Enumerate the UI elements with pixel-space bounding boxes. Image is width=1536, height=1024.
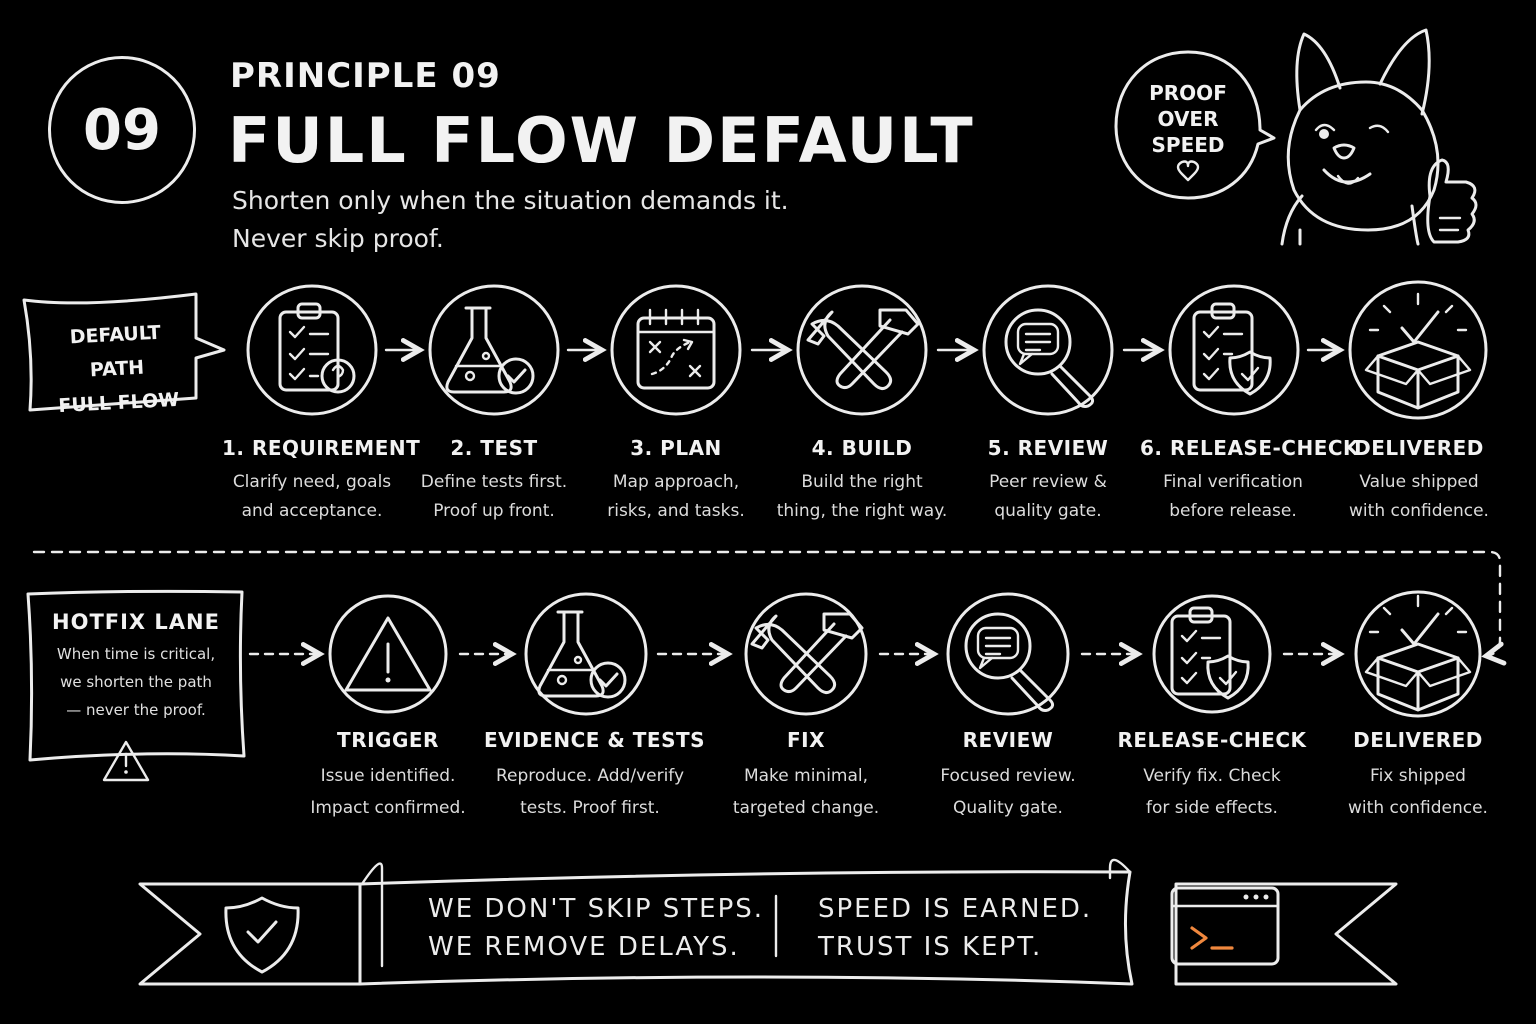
hotfix-step-fix: FIX Make minimal, targeted change. (706, 728, 906, 824)
step-desc: Build the right (801, 472, 923, 492)
step-desc: with confidence. (1348, 798, 1488, 818)
clipboard-shield-icon (1192, 302, 1272, 396)
page-subtitle: Shorten only when the situation demands … (232, 182, 852, 258)
step-desc: Final verification (1163, 472, 1303, 492)
terminal-icon (1170, 886, 1280, 966)
hotfix-lane-title: HOTFIX LANE (52, 610, 220, 634)
banner-line: SPEED IS EARNED. (818, 894, 1093, 924)
step-desc: Value shipped (1359, 472, 1479, 492)
step-title: 3. PLAN (630, 436, 722, 460)
step-desc: Reproduce. Add/verify (495, 766, 685, 786)
box-check-icon (1364, 594, 1472, 712)
shield-check-icon (224, 896, 300, 974)
step-desc: Fix shipped (1370, 766, 1466, 786)
hotfix-lane-line: When time is critical, (56, 645, 216, 663)
step-desc: tests. Proof first. (520, 798, 660, 818)
step-desc: Focused review. (940, 766, 1076, 786)
box-check-icon (1364, 292, 1472, 410)
dog-mascot-icon (1280, 28, 1478, 246)
speech-line: OVER (1157, 107, 1219, 131)
default-path-flag: DEFAULT PATH FULL FLOW (39, 314, 194, 424)
step-title: DELIVERED (1354, 436, 1484, 460)
step-desc: Impact confirmed. (310, 798, 466, 818)
banner-line: TRUST IS KEPT. (818, 932, 1043, 962)
default-step-release-check: 6. RELEASE-CHECK Final verification befo… (1140, 436, 1360, 526)
step-desc: Issue identified. (320, 766, 456, 786)
hotfix-step-review: REVIEW Focused review. Quality gate. (908, 728, 1108, 824)
hotfix-step-release-check: RELEASE-CHECK Verify fix. Check for side… (1110, 728, 1314, 824)
speech-bubble: PROOF OVER SPEED (1138, 80, 1238, 158)
step-desc: thing, the right way. (776, 501, 948, 521)
default-step-build: 4. BUILD Build the right thing, the righ… (768, 436, 956, 526)
hotfix-step-trigger: TRIGGER Issue identified. Impact confirm… (288, 728, 488, 824)
step-desc: for side effects. (1146, 798, 1278, 818)
plan-board-icon (636, 308, 716, 390)
step-desc: with confidence. (1349, 501, 1489, 521)
default-step-test: 2. TEST Define tests first. Proof up fro… (404, 436, 584, 526)
step-desc: Peer review & (989, 472, 1107, 492)
step-desc: Define tests first. (420, 472, 568, 492)
tools-icon (806, 308, 920, 391)
step-title: 4. BUILD (811, 436, 913, 460)
default-step-delivered: DELIVERED Value shipped with confidence. (1334, 436, 1504, 526)
step-desc: Verify fix. Check (1143, 766, 1281, 786)
hotfix-lane-flag: HOTFIX LANE When time is critical, we sh… (40, 610, 232, 724)
subtitle-line: Never skip proof. (232, 224, 444, 253)
flask-check-icon (445, 306, 535, 395)
step-desc: Proof up front. (433, 501, 555, 521)
banner-right-text: SPEED IS EARNED. TRUST IS KEPT. (818, 890, 1118, 966)
page-title: FULL FLOW DEFAULT (228, 104, 975, 177)
banner-left-text: WE DON'T SKIP STEPS. WE REMOVE DELAYS. (428, 890, 768, 966)
step-title: 1. REQUIREMENT (222, 436, 421, 460)
step-desc: Quality gate. (953, 798, 1063, 818)
step-desc: targeted change. (732, 798, 880, 818)
step-desc: and acceptance. (241, 501, 383, 521)
magnifier-chat-icon (1004, 308, 1095, 408)
speech-line: SPEED (1151, 133, 1225, 157)
step-title: EVIDENCE & TESTS (484, 728, 706, 752)
flag-line: DEFAULT PATH (69, 321, 162, 382)
step-title: REVIEW (962, 728, 1054, 752)
step-title: RELEASE-CHECK (1117, 728, 1307, 752)
clipboard-question-icon (278, 302, 356, 394)
warning-icon (344, 616, 432, 692)
hotfix-step-delivered: DELIVERED Fix shipped with confidence. (1330, 728, 1506, 824)
speech-line: PROOF (1149, 81, 1227, 105)
step-desc: quality gate. (994, 501, 1102, 521)
subtitle-line: Shorten only when the situation demands … (232, 186, 789, 215)
magnifier-chat-icon (964, 612, 1055, 712)
step-desc: Map approach, (612, 472, 740, 492)
step-title: TRIGGER (337, 728, 439, 752)
tools-icon (750, 612, 864, 695)
step-desc: risks, and tasks. (607, 501, 745, 521)
step-title: 6. RELEASE-CHECK (1140, 436, 1360, 460)
default-step-review: 5. REVIEW Peer review & quality gate. (958, 436, 1138, 526)
step-desc: Clarify need, goals (232, 472, 392, 492)
step-title: DELIVERED (1353, 728, 1483, 752)
default-step-requirement: 1. REQUIREMENT Clarify need, goals and a… (222, 436, 421, 526)
step-title: 2. TEST (450, 436, 538, 460)
default-step-plan: 3. PLAN Map approach, risks, and tasks. (586, 436, 766, 526)
principle-eyebrow: PRINCIPLE 09 (230, 56, 501, 96)
hotfix-step-evidence-tests: EVIDENCE & TESTS Reproduce. Add/verify t… (484, 728, 706, 824)
flask-check-icon (537, 610, 627, 699)
hotfix-lane-line: we shorten the path (60, 673, 212, 691)
step-desc: Make minimal, (743, 766, 869, 786)
step-title: FIX (786, 728, 826, 752)
principle-number-badge: 09 (48, 56, 196, 204)
banner-line: WE DON'T SKIP STEPS. (428, 894, 765, 924)
step-title: 5. REVIEW (987, 436, 1109, 460)
step-desc: before release. (1169, 501, 1297, 521)
flag-warning-icon (102, 740, 150, 782)
clipboard-shield-icon (1170, 606, 1250, 700)
hotfix-lane-line: — never the proof. (66, 701, 206, 719)
principle-number: 09 (83, 97, 161, 163)
banner-line: WE REMOVE DELAYS. (428, 932, 740, 962)
